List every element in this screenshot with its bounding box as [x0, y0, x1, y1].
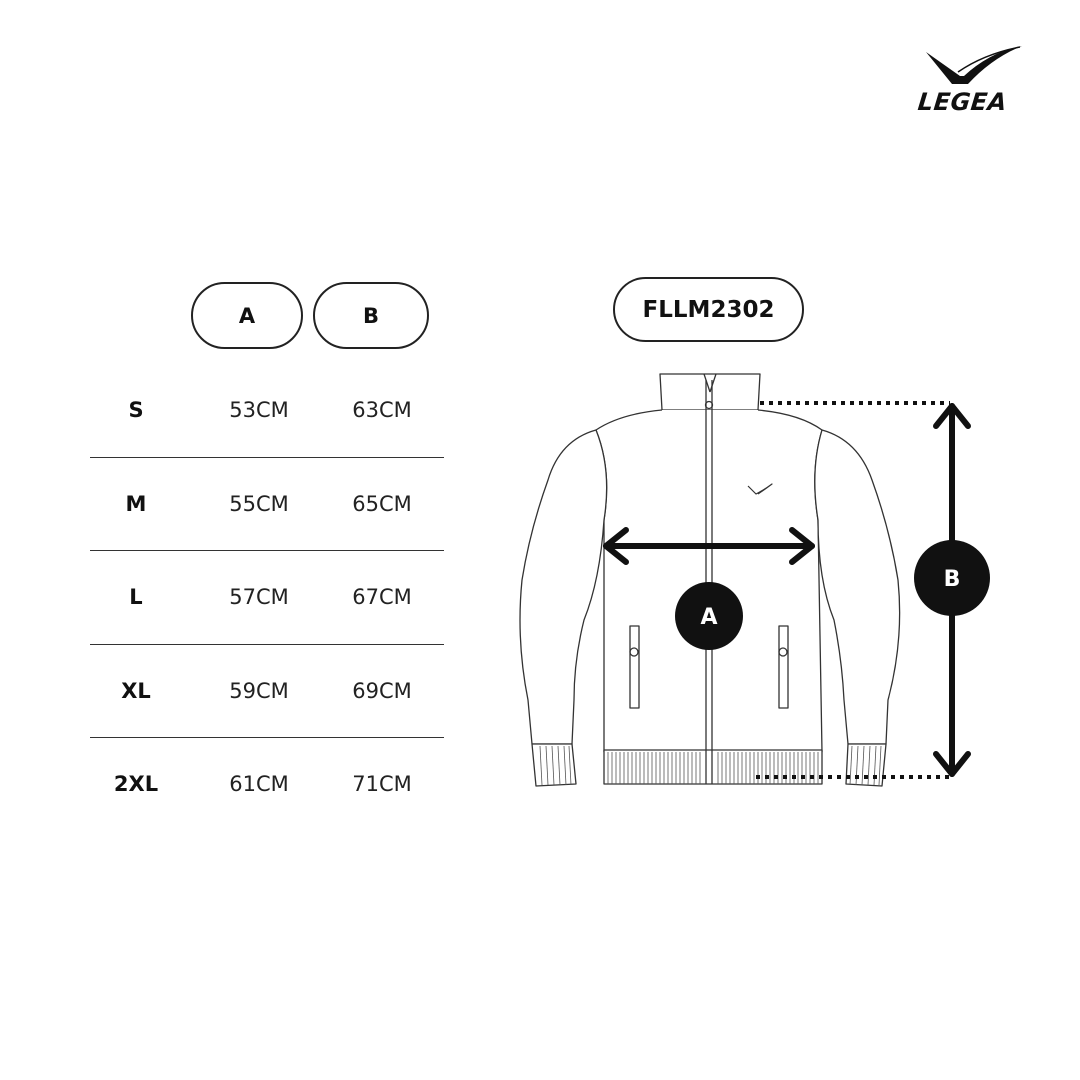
legea-swoosh-icon: [926, 46, 1022, 84]
table-row: S 53CM 63CM: [90, 364, 444, 458]
measure-a: 55CM: [229, 491, 289, 516]
row-divider: [90, 456, 444, 458]
measure-b: 63CM: [352, 398, 412, 422]
measure-b: 65CM: [352, 491, 412, 516]
brand-name: LEGEA: [916, 88, 1009, 116]
row-divider: [90, 737, 444, 739]
marker-b-circle: [914, 540, 990, 616]
row-divider: [90, 643, 444, 645]
row-divider: [90, 550, 444, 552]
marker-a-label: A: [700, 605, 717, 630]
measure-b: 69CM: [352, 678, 412, 703]
measure-a: 57CM: [229, 585, 289, 610]
size-label: S: [128, 398, 144, 422]
arrow-horizontal-icon: [603, 527, 815, 565]
table-row: L 57CM 67CM: [90, 551, 444, 645]
measure-a: 59CM: [229, 678, 289, 703]
size-table: S 53CM 63CM M 55CM 65CM L 57CM 67CM XL 5…: [90, 364, 444, 832]
measure-b: 71CM: [352, 772, 412, 797]
table-row: XL 59CM 69CM: [90, 645, 444, 739]
column-header-a: A: [191, 282, 303, 349]
size-label: 2XL: [113, 772, 159, 797]
marker-a-circle: [675, 582, 743, 650]
product-code: FLLM2302: [642, 296, 775, 323]
marker-b-label: B: [944, 567, 961, 592]
jacket-diagram: A B: [519, 373, 990, 787]
jacket-outline: [519, 373, 901, 787]
table-row: 2XL 61CM 71CM: [90, 738, 444, 832]
brand-logo: LEGEA: [912, 40, 1032, 120]
size-label: XL: [121, 678, 151, 703]
measure-a: 53CM: [229, 398, 289, 422]
column-header-a-label: A: [238, 303, 256, 328]
product-code-badge: FLLM2302: [613, 277, 804, 342]
column-header-b: B: [313, 282, 429, 349]
measure-b: 67CM: [352, 585, 412, 610]
measure-a: 61CM: [229, 772, 289, 797]
size-label: M: [125, 491, 147, 516]
table-row: M 55CM 65CM: [90, 458, 444, 552]
size-label: L: [129, 585, 143, 610]
column-header-b-label: B: [362, 303, 379, 328]
